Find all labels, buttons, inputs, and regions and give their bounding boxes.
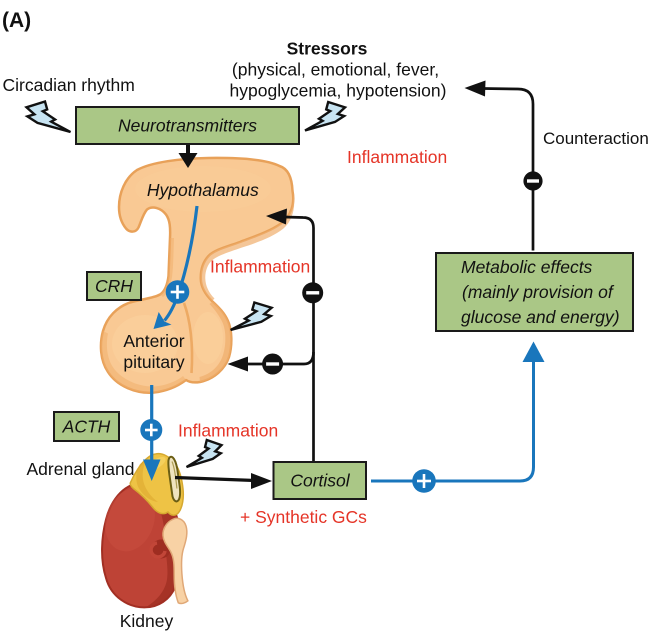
svg-text:hypoglycemia, hypotension): hypoglycemia, hypotension) <box>230 81 447 101</box>
svg-text:Adrenal gland: Adrenal gland <box>27 459 135 479</box>
svg-text:ACTH: ACTH <box>62 417 111 437</box>
svg-text:Metabolic effects: Metabolic effects <box>461 257 593 277</box>
svg-text:Inflammation: Inflammation <box>210 257 310 277</box>
svg-text:(physical, emotional, fever,: (physical, emotional, fever, <box>232 60 439 80</box>
svg-text:Cortisol: Cortisol <box>290 471 350 491</box>
svg-text:pituitary: pituitary <box>123 352 185 372</box>
svg-text:Circadian rhythm: Circadian rhythm <box>3 75 135 95</box>
svg-text:Anterior: Anterior <box>123 331 184 351</box>
svg-text:Neurotransmitters: Neurotransmitters <box>118 116 257 136</box>
svg-text:glucose and energy): glucose and energy) <box>461 307 620 327</box>
svg-text:(A): (A) <box>2 9 31 32</box>
svg-text:Inflammation: Inflammation <box>347 147 447 167</box>
svg-text:(mainly provision of: (mainly provision of <box>462 282 615 302</box>
svg-text:CRH: CRH <box>95 276 133 296</box>
svg-text:Inflammation: Inflammation <box>178 421 278 441</box>
svg-text:Stressors: Stressors <box>287 39 368 59</box>
svg-text:Kidney: Kidney <box>120 611 174 631</box>
svg-text:Hypothalamus: Hypothalamus <box>147 180 259 200</box>
svg-text:+ Synthetic GCs: + Synthetic GCs <box>240 507 367 527</box>
svg-text:Counteraction: Counteraction <box>543 129 649 148</box>
